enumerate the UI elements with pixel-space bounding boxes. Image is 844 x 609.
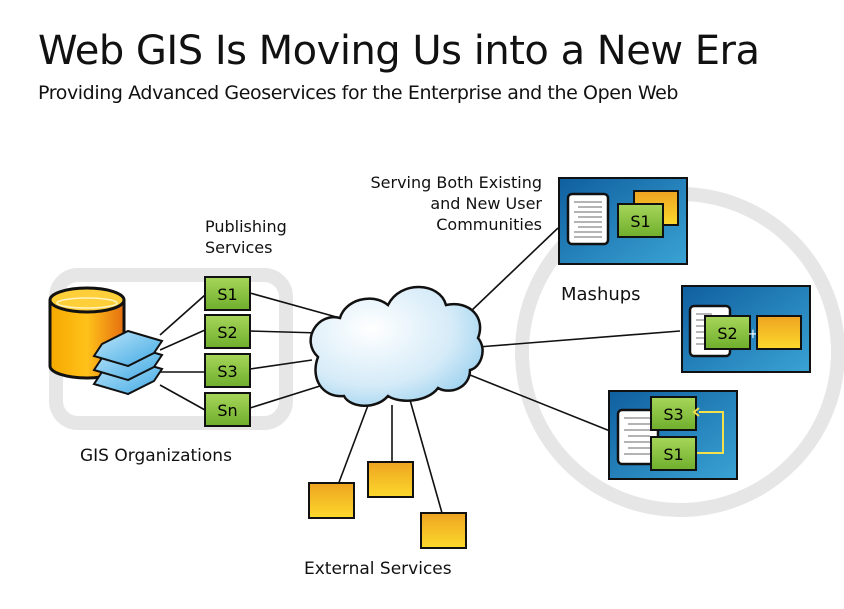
plus-connector: +	[748, 327, 759, 342]
label-line: Serving Both Existing	[370, 173, 542, 192]
service-label: S1	[630, 212, 650, 231]
label-line: Publishing	[205, 217, 287, 236]
gis-organizations-label: GIS Organizations	[80, 446, 232, 466]
layers-icon	[92, 329, 164, 396]
service-label: S1	[663, 445, 683, 464]
service-box-sn: Sn	[204, 392, 251, 427]
loop-arrow-icon	[697, 411, 724, 454]
external-services-label: External Services	[304, 559, 452, 579]
external-service-box	[367, 461, 414, 498]
mashup-panel-2: S2 +	[681, 285, 811, 373]
mashup-panel-1: S1	[558, 177, 688, 265]
service-label: S1	[217, 285, 237, 304]
external-service-box	[420, 512, 467, 549]
document-icon	[566, 192, 610, 246]
page-title: Web GIS Is Moving Us into a New Era	[38, 28, 760, 74]
publishing-services-label: Publishing Services	[205, 216, 287, 258]
serving-communities-label: Serving Both Existing and New User Commu…	[360, 172, 542, 235]
publishing-services: S1 S2 S3 Sn	[204, 276, 251, 427]
service-box-s3: S3	[204, 353, 251, 388]
connector-lines	[159, 227, 681, 514]
mashups-label: Mashups	[561, 284, 641, 305]
service-label: S3	[217, 362, 237, 381]
service-label: S3	[663, 405, 683, 424]
cloud-icon	[309, 285, 484, 407]
service-label: Sn	[217, 401, 237, 420]
service-box-s2: S2	[204, 314, 251, 349]
external-service-box	[308, 482, 355, 519]
external-services	[308, 461, 467, 549]
label-line: and New User	[430, 194, 542, 213]
label-line: Services	[205, 238, 273, 257]
mashup-panel-3: S3 S1	[608, 390, 738, 480]
page-subtitle: Providing Advanced Geoservices for the E…	[38, 82, 679, 104]
label-line: Communities	[436, 215, 542, 234]
service-label: S2	[217, 323, 237, 342]
service-label: S2	[717, 324, 737, 343]
service-box-s1: S1	[204, 276, 251, 311]
